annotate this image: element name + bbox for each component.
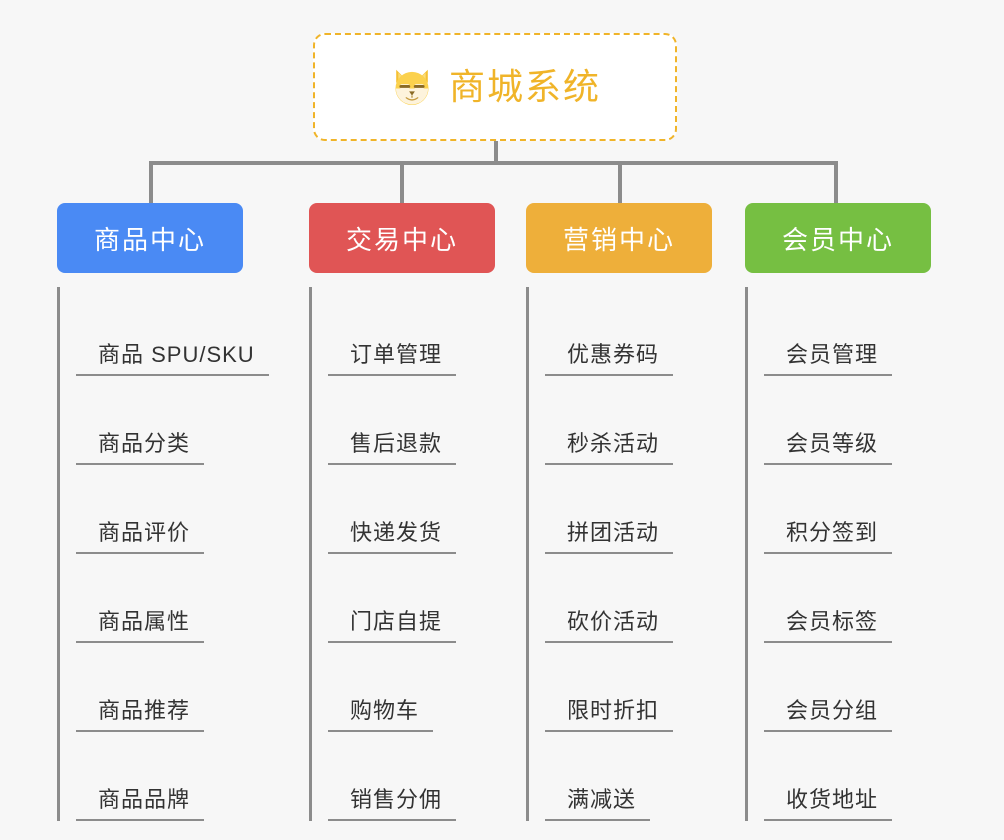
connector-drop-branch-4 [834, 161, 838, 203]
leaf-label: 秒杀活动 [545, 430, 674, 465]
branch-rail-product: 商品 SPU/SKU 商品分类 商品评价 商品属性 商品推荐 商品品牌 [57, 287, 305, 821]
leaf-item[interactable]: 秒杀活动 [545, 376, 738, 465]
leaf-label: 订单管理 [328, 341, 457, 376]
leaf-label: 限时折扣 [545, 697, 674, 732]
leaf-item[interactable]: 商品 SPU/SKU [76, 287, 305, 376]
branch-rail-trade: 订单管理 售后退款 快递发货 门店自提 购物车 销售分佣 [309, 287, 524, 821]
leaf-item[interactable]: 商品分类 [76, 376, 305, 465]
leaf-label: 优惠券码 [545, 341, 674, 376]
leaf-item[interactable]: 会员管理 [764, 287, 960, 376]
leaf-item[interactable]: 销售分佣 [328, 732, 524, 821]
leaf-label: 砍价活动 [545, 608, 674, 643]
leaf-label: 会员分组 [764, 697, 893, 732]
branch-header-member[interactable]: 会员中心 [745, 203, 931, 273]
leaf-item[interactable]: 商品品牌 [76, 732, 305, 821]
leaf-label: 购物车 [328, 697, 434, 732]
leaf-item[interactable]: 收货地址 [764, 732, 960, 821]
leaf-item[interactable]: 会员分组 [764, 643, 960, 732]
connector-root-stem [494, 141, 498, 163]
branch-header-product[interactable]: 商品中心 [57, 203, 243, 273]
leaf-item[interactable]: 购物车 [328, 643, 524, 732]
leaf-label: 商品评价 [76, 519, 205, 554]
root-title: 商城系统 [448, 66, 601, 107]
connector-horizontal-bus [149, 161, 836, 165]
branch-rail-member: 会员管理 会员等级 积分签到 会员标签 会员分组 收货地址 [745, 287, 960, 821]
leaf-label: 商品属性 [76, 608, 205, 643]
leaf-item[interactable]: 商品评价 [76, 465, 305, 554]
leaf-item[interactable]: 门店自提 [328, 554, 524, 643]
leaf-item[interactable]: 会员等级 [764, 376, 960, 465]
branch-header-trade[interactable]: 交易中心 [309, 203, 495, 273]
leaf-label: 商品 SPU/SKU [76, 341, 269, 376]
branch-header-marketing[interactable]: 营销中心 [526, 203, 712, 273]
leaf-label: 售后退款 [328, 430, 457, 465]
leaf-item[interactable]: 商品属性 [76, 554, 305, 643]
branch-column-member: 会员中心 会员管理 会员等级 积分签到 会员标签 会员分组 收货地址 [745, 203, 960, 821]
branch-header-label: 交易中心 [345, 224, 458, 255]
root-node[interactable]: 商城系统 [313, 33, 677, 141]
leaf-item[interactable]: 优惠券码 [545, 287, 738, 376]
leaf-label: 快递发货 [328, 519, 457, 554]
shiba-dog-face-icon [395, 69, 429, 105]
leaf-item[interactable]: 拼团活动 [545, 465, 738, 554]
leaf-label: 会员标签 [764, 608, 893, 643]
leaf-label: 销售分佣 [328, 786, 457, 821]
branch-column-marketing: 营销中心 优惠券码 秒杀活动 拼团活动 砍价活动 限时折扣 满减送 [526, 203, 738, 821]
leaf-label: 会员等级 [764, 430, 893, 465]
leaf-item[interactable]: 会员标签 [764, 554, 960, 643]
leaf-item[interactable]: 满减送 [545, 732, 738, 821]
branch-header-label: 商品中心 [93, 224, 206, 255]
connector-drop-branch-3 [618, 161, 622, 203]
branch-rail-marketing: 优惠券码 秒杀活动 拼团活动 砍价活动 限时折扣 满减送 [526, 287, 738, 821]
leaf-label: 商品分类 [76, 430, 205, 465]
leaf-item[interactable]: 订单管理 [328, 287, 524, 376]
leaf-item[interactable]: 商品推荐 [76, 643, 305, 732]
connector-drop-branch-1 [149, 161, 153, 203]
branch-header-label: 会员中心 [781, 224, 894, 255]
branch-column-trade: 交易中心 订单管理 售后退款 快递发货 门店自提 购物车 销售分佣 [309, 203, 524, 821]
leaf-label: 门店自提 [328, 608, 457, 643]
leaf-item[interactable]: 售后退款 [328, 376, 524, 465]
leaf-label: 拼团活动 [545, 519, 674, 554]
leaf-item[interactable]: 限时折扣 [545, 643, 738, 732]
leaf-label: 商品品牌 [76, 786, 205, 821]
leaf-item[interactable]: 快递发货 [328, 465, 524, 554]
leaf-label: 会员管理 [764, 341, 893, 376]
leaf-label: 商品推荐 [76, 697, 205, 732]
leaf-label: 积分签到 [764, 519, 893, 554]
branch-header-label: 营销中心 [562, 224, 675, 255]
leaf-label: 收货地址 [764, 786, 893, 821]
leaf-item[interactable]: 积分签到 [764, 465, 960, 554]
branch-column-product: 商品中心 商品 SPU/SKU 商品分类 商品评价 商品属性 商品推荐 商品品牌 [57, 203, 305, 821]
leaf-label: 满减送 [545, 786, 651, 821]
leaf-item[interactable]: 砍价活动 [545, 554, 738, 643]
connector-drop-branch-2 [400, 161, 404, 203]
